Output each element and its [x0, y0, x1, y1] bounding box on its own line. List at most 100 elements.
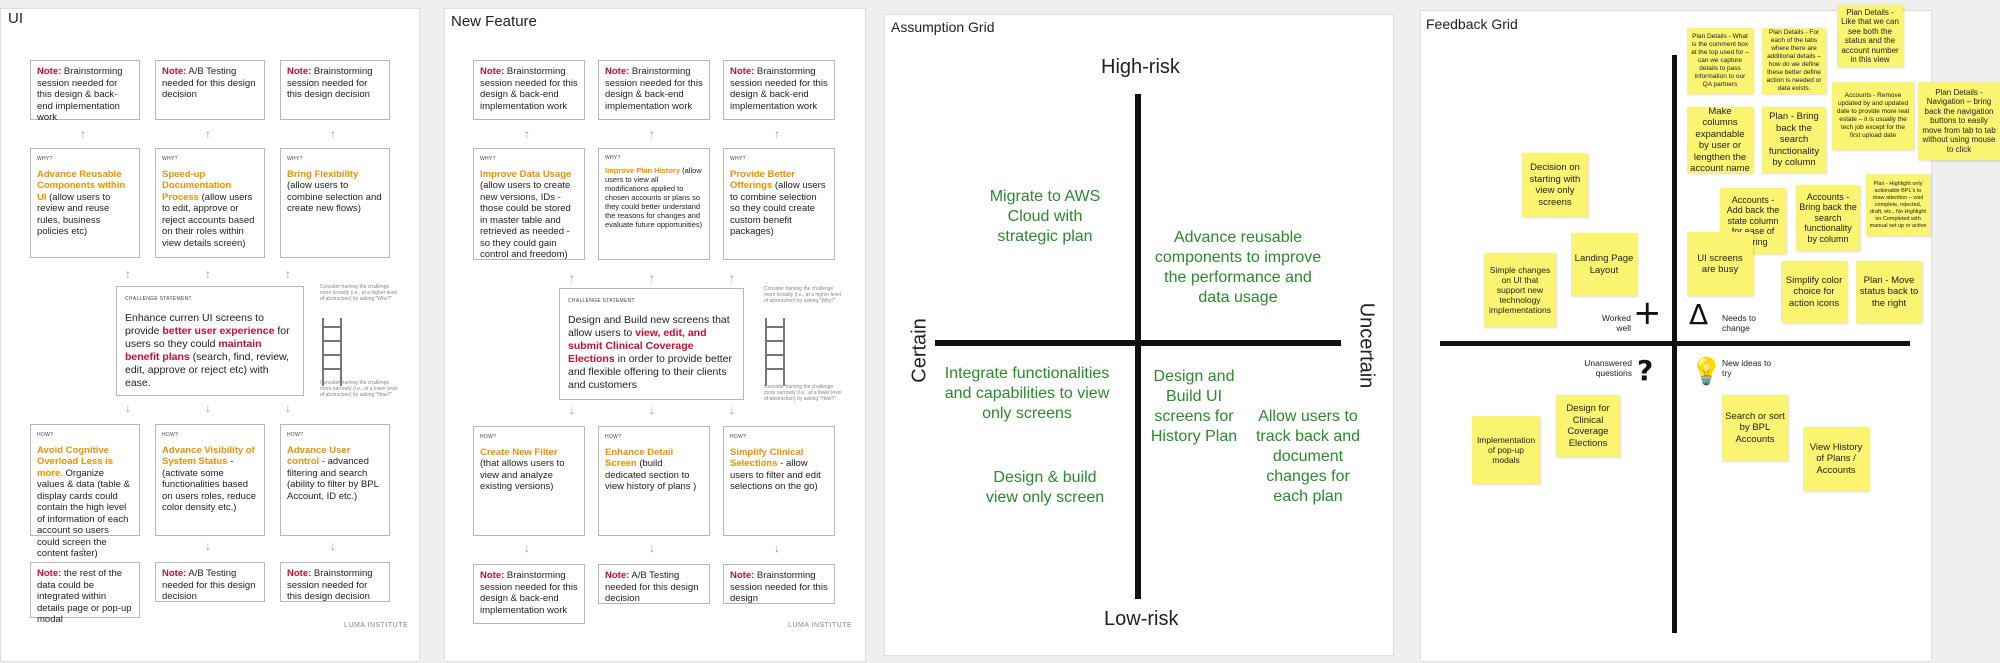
arrow-up-icon: ↑: [524, 127, 530, 141]
sticky-note: View History of Plans / Accounts: [1803, 427, 1869, 491]
note-text: Brainstorming session needed for this de…: [287, 66, 373, 100]
arrow-up-icon: ↑: [205, 127, 211, 141]
arrow-down-icon: ↓: [649, 541, 655, 555]
sticky-note: Accounts - Remove updated by and updated…: [1832, 82, 1914, 150]
arrow-up-icon: ↑: [330, 127, 336, 141]
why-card: WHY? Provide Better Offerings (allow user…: [723, 148, 835, 260]
how-card: HOW?Avoid Cognitive Overload Less is mor…: [30, 424, 140, 559]
how-text: - allow users to filter and edit selecti…: [730, 458, 821, 492]
how-card: HOW?Advance User control - advanced filt…: [280, 424, 390, 536]
how-text: (build dedicated section to view history…: [605, 458, 697, 492]
why-card: WHY?Bring Flexibility (allow users to co…: [280, 148, 390, 258]
axis-label-uncertain: Uncertain: [1355, 302, 1378, 389]
sticky-note: Plan Details - Like that we can see both…: [1837, 5, 1903, 67]
challenge-text: (search, find, review, edit, approve or …: [125, 351, 289, 389]
arrow-down-icon: ↓: [80, 539, 86, 553]
vertical-axis: [1135, 94, 1141, 599]
challenge-statement: CHALLENGE STATEMENT Design and Build new…: [559, 288, 744, 400]
arrow-up-icon: ↑: [285, 267, 291, 281]
assumption-item: Allow users to track back and document c…: [1255, 408, 1361, 505]
how-label: HOW?: [37, 432, 54, 438]
sticky-note: Simple changes on UI that support new te…: [1484, 253, 1556, 327]
sticky-note: UI screens are busy: [1687, 232, 1753, 296]
why-text: (allow users to edit, approve or reject …: [162, 191, 255, 249]
how-text: Organize values & data (table & display …: [37, 467, 130, 560]
why-text: (allow users to review and reuse rules, …: [37, 191, 111, 238]
note-label: Note:: [730, 570, 755, 581]
sticky-note: Accounts - Bring back the search functio…: [1796, 185, 1860, 251]
sticky-note: Decision on starting with view only scre…: [1522, 153, 1588, 217]
luma-logo: LUMA INSTITUTE: [788, 622, 853, 629]
vertical-axis: [1672, 55, 1677, 633]
why-heading: Improve Plan History: [605, 166, 681, 175]
ladder-icon: [322, 318, 342, 386]
lightbulb-icon: 💡: [1690, 357, 1723, 387]
challenge-highlight: maintain benefit plans: [125, 338, 262, 363]
sticky-note: Design for Clinical Coverage Elections: [1556, 395, 1620, 457]
why-heading: Improve Data Usage: [480, 168, 572, 180]
ladder-icon: [765, 318, 785, 386]
ladder-hint-why: Consider framing the challenge more broa…: [320, 284, 397, 302]
new-feature-frame-title: New Feature: [451, 13, 537, 30]
why-text: (allow users to view all modifications a…: [605, 166, 703, 229]
how-text: (that allows users to view and analyze e…: [480, 458, 565, 492]
needs-change-label: Needs to change: [1722, 313, 1757, 333]
how-heading: Create New Filter: [480, 446, 558, 458]
assumption-item: Migrate to AWS Cloud with strategic plan: [989, 188, 1101, 245]
challenge-text: for users so they could: [125, 325, 290, 350]
how-label: HOW?: [605, 434, 622, 440]
why-text: (allow users to combine selection so the…: [730, 180, 826, 237]
how-card: HOW? Simplify Clinical Selections - allow…: [723, 426, 835, 536]
sticky-note: Plan Details - What is the comment box a…: [1687, 28, 1753, 94]
note-label: Note:: [162, 568, 187, 579]
why-label: WHY?: [605, 155, 621, 161]
how-label: HOW?: [162, 432, 179, 438]
axis-label-high-risk: High-risk: [1101, 56, 1180, 78]
how-card: HOW?Create New Filter (that allows users…: [473, 426, 585, 536]
note-card: Note: the rest of the data could be inte…: [30, 562, 140, 625]
axis-label-certain: Certain: [908, 318, 931, 383]
arrow-up-icon: ↑: [774, 127, 780, 141]
note-card: Note: Brainstorming session needed for t…: [30, 60, 140, 123]
sticky-note: Make columns expandable by user or lengt…: [1687, 106, 1753, 174]
ladder-hint-how: Consider framing the challenge more narr…: [320, 380, 398, 398]
why-card: WHY? Improve Plan History (allow users to…: [598, 148, 710, 260]
note-card: Note: Brainstorming session needed for t…: [280, 60, 390, 120]
assumption-item: Advance reusable components to improve t…: [1154, 229, 1322, 306]
arrow-up-icon: ↑: [729, 271, 735, 285]
how-label: HOW?: [730, 434, 747, 440]
why-text: (allow users to create new versions, IDs…: [480, 180, 571, 260]
arrow-up-icon: ↑: [569, 271, 575, 285]
how-heading: Simplify Clinical Selections: [730, 446, 804, 470]
note-card: Note: Brainstorming session needed for t…: [723, 564, 835, 604]
how-text: - advanced filtering and search (ability…: [287, 456, 379, 502]
challenge-label: CHALLENGE STATEMENT: [568, 298, 635, 304]
feedback-grid-title: Feedback Grid: [1426, 16, 1518, 32]
axis-label-low-risk: Low-risk: [1104, 608, 1179, 630]
sticky-note: Search or sort by BPL Accounts: [1722, 395, 1788, 461]
note-text: Brainstorming session needed for this de…: [605, 66, 703, 112]
note-card: Note: A/B Testing needed for this design…: [598, 564, 710, 604]
sticky-note: Landing Page Layout: [1571, 233, 1637, 296]
how-heading: Advance Visibility of System Status: [162, 444, 255, 468]
challenge-statement: CHALLENGE STATEMENT Enhance curren UI sc…: [116, 286, 304, 396]
note-text: Brainstorming session needed for this de…: [480, 66, 578, 112]
assumption-grid-title: Assumption Grid: [891, 19, 995, 35]
note-text: Brainstorming session needed for this de…: [287, 568, 373, 602]
arrow-up-icon: ↑: [649, 271, 655, 285]
note-label: Note:: [287, 66, 312, 77]
note-text: A/B Testing needed for this design decis…: [162, 66, 256, 100]
arrow-down-icon: ↓: [729, 403, 735, 417]
note-card: Note: A/B Testing needed for this design…: [155, 562, 265, 602]
why-heading: Provide Better Offerings: [730, 168, 795, 192]
challenge-highlight: better user experience: [162, 325, 275, 337]
why-text: (allow users to combine selection and cr…: [287, 180, 382, 214]
arrow-down-icon: ↓: [774, 541, 780, 555]
note-text: Brainstorming session needed for this de…: [730, 66, 828, 112]
assumption-item: Integrate functionalities and capabiliti…: [944, 365, 1110, 422]
arrow-down-icon: ↓: [205, 401, 211, 415]
why-label: WHY?: [480, 156, 496, 162]
why-card: WHY? Improve Data Usage (allow users to c…: [473, 148, 585, 260]
arrow-down-icon: ↓: [524, 541, 530, 555]
why-label: WHY?: [730, 156, 746, 162]
